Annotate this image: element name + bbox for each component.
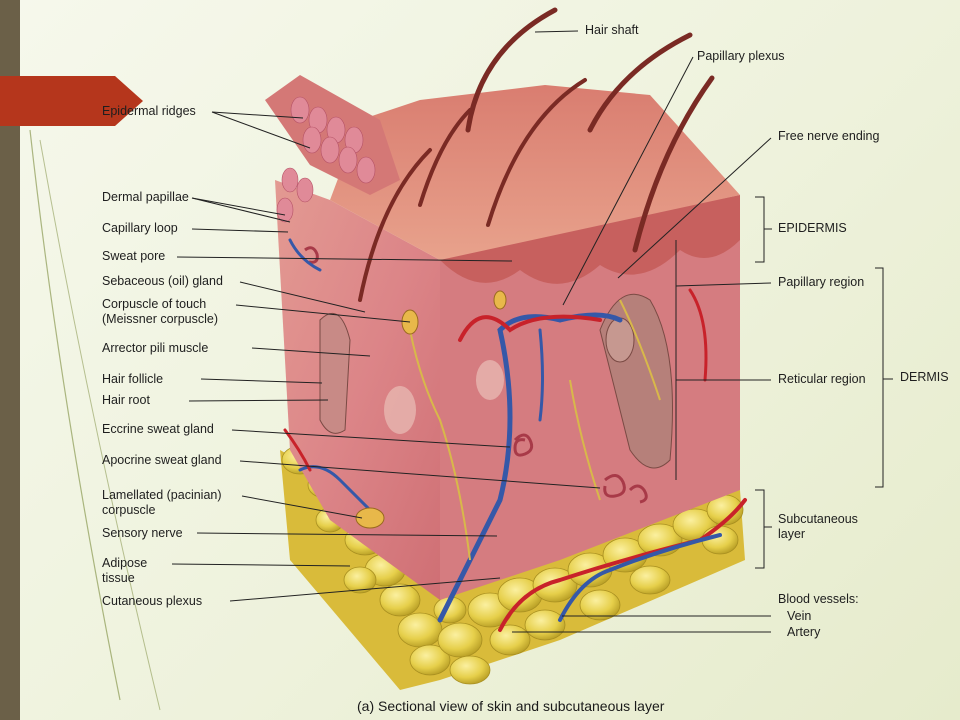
label-lamellated-corpuscle: Lamellated (pacinian) corpuscle [102, 488, 222, 517]
label-epidermal-ridges: Epidermal ridges [102, 104, 196, 118]
label-arrector-pili: Arrector pili muscle [102, 341, 209, 355]
dermis-left-face [275, 180, 440, 600]
label-dermal-papillae: Dermal papillae [102, 190, 189, 204]
skin-surface [330, 85, 740, 260]
label-free-nerve-ending: Free nerve ending [778, 129, 880, 143]
meissner-corpuscle [493, 290, 507, 310]
label-adipose-tissue: Adipose tissue [102, 556, 148, 585]
decor-line [39, 139, 161, 711]
label-sweat-pore: Sweat pore [102, 249, 166, 263]
sweat-glands [304, 246, 648, 504]
label-dermis: DERMIS [900, 370, 949, 384]
label-epidermis: EPIDERMIS [778, 221, 847, 235]
label-apocrine-gland: Apocrine sweat gland [102, 453, 222, 467]
label-blood-vessels: Blood vessels: [778, 592, 859, 606]
leader-lines-right [512, 30, 893, 633]
title-tab-accent [0, 76, 143, 126]
nerves [409, 299, 661, 561]
label-vein: Vein [787, 609, 812, 623]
leader-lines-left [171, 111, 601, 602]
label-artery: Artery [787, 625, 821, 639]
label-subcutaneous-layer: Subcutaneous layer [778, 512, 858, 541]
hair-shafts [358, 7, 715, 302]
figure-caption: (a) Sectional view of skin and subcutane… [357, 698, 665, 714]
label-sebaceous-gland: Sebaceous (oil) gland [102, 274, 223, 288]
epidermal-ridge-flap [265, 75, 400, 223]
label-hair-root: Hair root [102, 393, 150, 407]
slide-left-bar [0, 0, 20, 720]
label-corpuscle-of-touch: Corpuscle of touch (Meissner corpuscle) [102, 297, 219, 326]
label-papillary-region: Papillary region [778, 275, 865, 289]
pacinian-corpuscle [355, 507, 385, 529]
label-cutaneous-plexus: Cutaneous plexus [102, 594, 203, 608]
label-sensory-nerve: Sensory nerve [102, 526, 183, 540]
label-papillary-plexus: Papillary plexus [697, 49, 785, 63]
dermis-right-face [440, 195, 740, 600]
label-reticular-region: Reticular region [778, 372, 866, 386]
label-eccrine-gland: Eccrine sweat gland [102, 422, 214, 436]
label-hair-shaft: Hair shaft [585, 23, 639, 37]
label-hair-follicle: Hair follicle [102, 372, 164, 386]
label-capillary-loop: Capillary loop [102, 221, 178, 235]
hair-follicles [319, 293, 673, 469]
epidermis-band [440, 195, 740, 284]
decor-line [29, 129, 121, 701]
